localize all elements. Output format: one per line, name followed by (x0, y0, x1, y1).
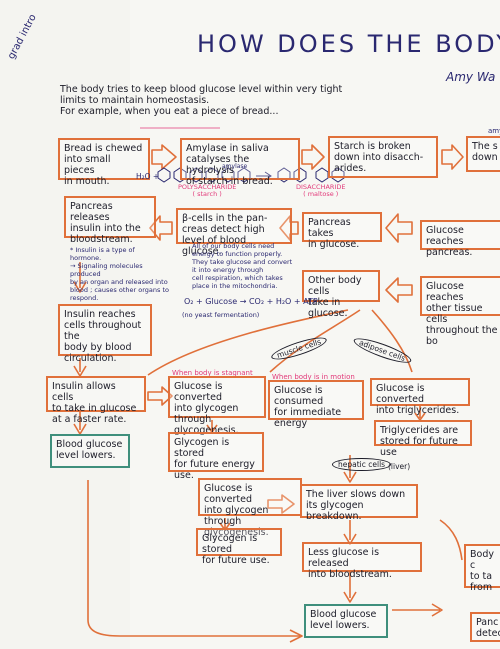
box-insulin-reaches: Insulin reaches cells throughout the bod… (58, 304, 152, 364)
box-less-glucose: Less glucose is released into bloodstrea… (302, 542, 422, 580)
arrow-3 (441, 144, 464, 170)
hepatic-cells-label: hepatic cells (332, 458, 392, 471)
box-blood-glucose-lowers-1: Blood glucose level lowers. (50, 434, 130, 468)
motion-label: When body is in motion (272, 373, 355, 381)
box-triglycerides: Glucose is converted into triglycerides. (370, 378, 470, 416)
stagnant-label: When body is stagnant (172, 369, 253, 377)
arrow-6 (385, 213, 413, 243)
author-name: Amy Wa (446, 70, 496, 84)
arrow-2 (301, 144, 325, 170)
curve-4 (439, 519, 463, 561)
respiration-equation: O₂ + Glucose → CO₂ + H₂O + ATP (184, 297, 318, 306)
arrow-16 (219, 518, 231, 531)
box-liver-slows: The liver slows down its glycogen breakd… (300, 484, 418, 522)
box-blood-glucose-lowers-2: Blood glucose level lowers. (304, 604, 388, 638)
insulin-note: * Insulin is a type of hormone. → Signal… (70, 246, 169, 302)
box-cutoff-1: The s down (466, 136, 500, 172)
arrow-1 (151, 144, 177, 170)
box-triglycerides-stored: Triglycerides are stored for future use (374, 420, 472, 458)
loop-arrow (87, 480, 300, 637)
box-glycogenesis-liver: Glucose is converted into glycogen throu… (198, 478, 302, 538)
box-amylase: Amylase in saliva catalyses the hydrolys… (180, 138, 300, 187)
box-glycogen-stored: Glycogen is stored for future energy use… (168, 432, 264, 481)
box-beta-cells: β-cells in the pan- creas detect high le… (176, 208, 292, 257)
disaccharide-label: DISACCHARIDE ( maltose ) (296, 183, 346, 198)
arrow-11 (147, 386, 173, 406)
box-pancreas-releases: Pancreas releases insulin into the blood… (64, 196, 156, 245)
box-immediate-energy: Glucose is consumed for immediate energy (268, 380, 364, 429)
box-glycogenesis-muscle: Glucose is converted into glycogen throu… (168, 376, 266, 436)
curve-3 (371, 309, 413, 373)
arrow-15 (267, 494, 295, 514)
curve-1 (147, 309, 349, 376)
box-other-body-cells: Other body cells take in glucose. (302, 270, 380, 319)
box-insulin-allows: Insulin allows cells to take in glucose … (46, 376, 146, 425)
liver-label: (liver) (388, 462, 411, 471)
box-cutoff-3: Panc detec (470, 612, 500, 642)
page-title: HOW DOES THE BODY (197, 30, 500, 58)
box-glycogen-stored-liver: Glycogen is stored for future use. (196, 528, 282, 566)
box-pancreas-takes: Pancreas takes in glucose. (302, 212, 382, 250)
top-right-fragment: amy (488, 127, 500, 135)
arrow-19 (392, 603, 443, 617)
box-glucose-reaches-pancreas: Glucose reaches pancreas. (420, 220, 500, 258)
intro-text: The body tries to keep blood glucose lev… (60, 84, 343, 117)
arrow-7 (385, 277, 413, 303)
energy-note: All of our body cells need energy to fun… (192, 242, 293, 290)
arrow-17 (343, 520, 357, 545)
arrow-8 (73, 262, 87, 293)
arrow-18 (343, 570, 357, 603)
water-label: H₂O + (136, 172, 160, 181)
yeast-note: (no yeast fermentation) (182, 311, 260, 319)
box-bread-chewed: Bread is chewed into small pieces in mou… (58, 138, 150, 187)
box-starch-broken: Starch is broken down into disacch- arid… (328, 136, 438, 178)
curve-2 (269, 309, 361, 373)
box-glucose-reaches-tissue: Glucose reaches other tissue cells throu… (420, 276, 500, 347)
box-cutoff-2: Body c to ta from (464, 544, 500, 593)
amylase-label: amylase (222, 163, 248, 170)
polysaccharide-label: POLYSACCHARIDE ( starch ) (178, 183, 237, 198)
